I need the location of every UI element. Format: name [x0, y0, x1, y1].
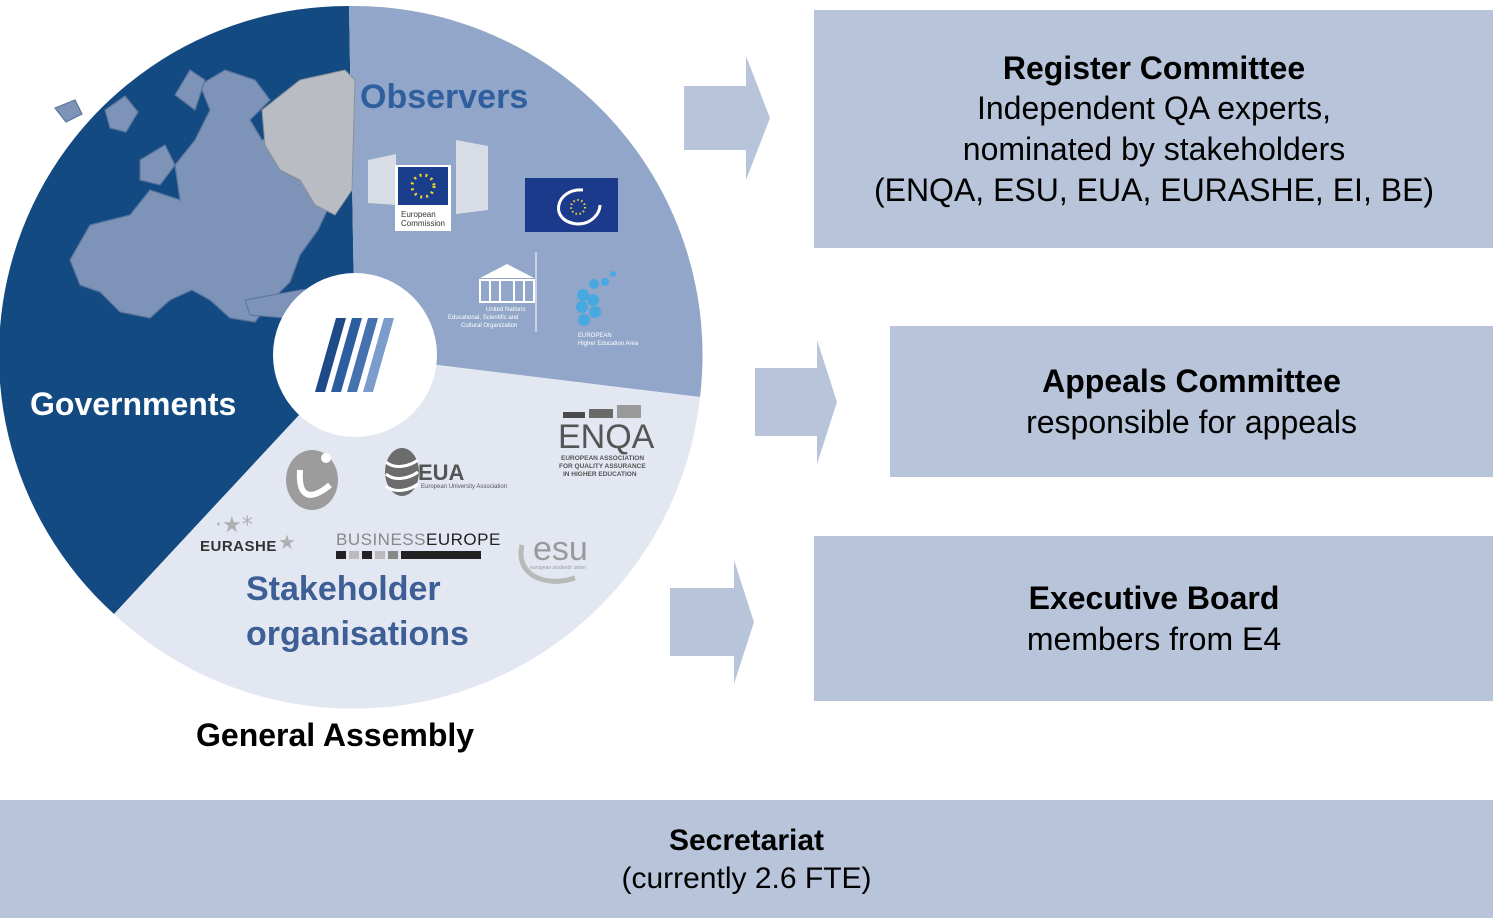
eqar-logo: [315, 318, 394, 392]
enqa-subtext-line3: IN HIGHER EDUCATION: [563, 471, 637, 478]
stakeholders-label-line2: organisations: [246, 615, 469, 653]
executive-board-box: Executive Board members from E4: [814, 536, 1493, 701]
observers-label: Observers: [360, 78, 529, 116]
esu-text: esu: [533, 530, 588, 568]
eua-text: EUA: [418, 460, 465, 485]
unesco-logo: [479, 252, 537, 332]
enqa-logo: [563, 405, 641, 418]
businesseurope-bars: [336, 551, 481, 559]
eurashe-text: EURASHE: [200, 538, 277, 555]
arrow-to-appeals-committee: [755, 340, 837, 464]
register-committee-line3: (ENQA, ESU, EUA, EURASHE, EI, BE): [873, 171, 1435, 208]
ehea-text-line1: EUROPEAN: [578, 333, 612, 339]
register-committee-box: Register Committee Independent QA expert…: [814, 10, 1493, 248]
esu-subtext: european students' union: [530, 565, 586, 571]
center-circle: [273, 273, 437, 437]
governments-label: Governments: [30, 386, 237, 422]
enqa-subtext-line2: FOR QUALITY ASSURANCE: [559, 463, 646, 470]
general-assembly-caption: General Assembly: [196, 717, 475, 753]
appeals-committee-line1: responsible for appeals: [1026, 403, 1357, 440]
enqa-subtext-line1: EUROPEAN ASSOCIATION: [561, 455, 645, 462]
appeals-committee-title: Appeals Committee: [1042, 362, 1341, 399]
register-committee-line2: nominated by stakeholders: [962, 131, 1346, 167]
businesseurope-text: BUSINESSEUROPE: [336, 530, 501, 550]
ec-text-line2: Commission: [401, 219, 446, 228]
eua-subtext: European University Association: [421, 484, 508, 490]
general-assembly-pie: ·★* ★: [0, 5, 703, 709]
europe-word: EUROPE: [425, 530, 501, 549]
business-word: BUSINESS: [336, 530, 426, 549]
secretariat-line1: (currently 2.6 FTE): [621, 862, 872, 896]
svg-text:·★*: ·★*: [215, 513, 253, 538]
russia-region: [261, 69, 356, 216]
european-commission-logo: [368, 140, 488, 231]
esu-swoosh: [518, 544, 576, 584]
stakeholders-label-line1: Stakeholder: [246, 570, 441, 608]
arrow-to-register-committee: [684, 56, 770, 180]
unesco-text-line1: United Nations: [486, 307, 526, 313]
arrow-to-executive-board: [670, 560, 754, 684]
unesco-text-line2: Educational, Scientific and: [448, 315, 519, 321]
secretariat-box: Secretariat (currently 2.6 FTE): [0, 800, 1493, 918]
unesco-text-line3: Cultural Organization: [461, 323, 518, 329]
register-committee-title: Register Committee: [1002, 49, 1306, 86]
eua-globe: [385, 448, 419, 496]
ehea-logo: [576, 271, 616, 326]
executive-board-line1: members from E4: [1026, 620, 1282, 657]
ec-text-line1: European: [401, 210, 436, 219]
secretariat-title: Secretariat: [668, 824, 825, 857]
enqa-text: ENQA: [558, 418, 655, 456]
appeals-committee-box: Appeals Committee responsible for appeal…: [890, 326, 1493, 477]
executive-board-title: Executive Board: [1028, 579, 1280, 616]
ei-logo: [286, 450, 338, 510]
register-committee-line1: Independent QA experts,: [976, 90, 1332, 127]
eurashe-stars: ·★* ★: [215, 513, 296, 554]
stakeholders-segment: [114, 355, 700, 709]
council-of-europe-logo: [525, 178, 618, 232]
ehea-text-line2: Higher Education Area: [578, 341, 639, 347]
svg-text:★: ★: [278, 530, 296, 554]
